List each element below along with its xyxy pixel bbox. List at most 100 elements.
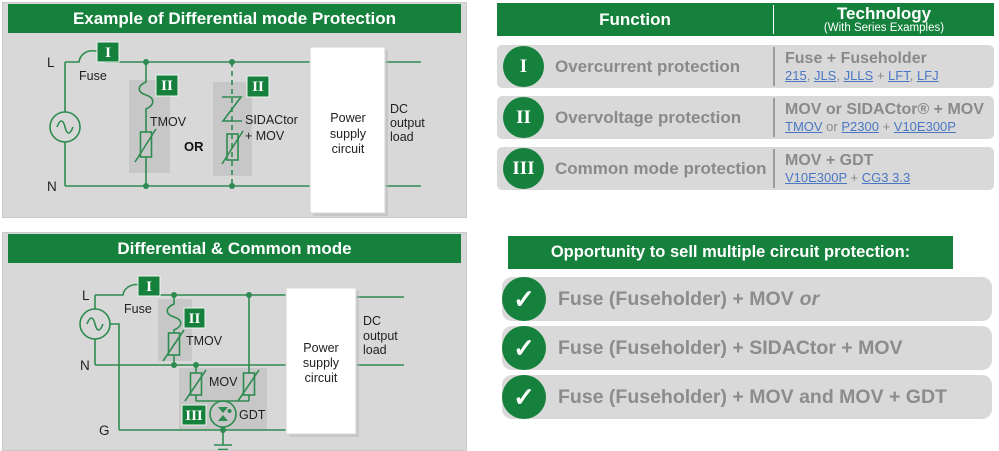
function-row: II Overvoltage protection MOV or SIDACtor®… xyxy=(497,96,994,139)
technology-header-title: Technology xyxy=(836,3,932,23)
function-label: Overvoltage protection xyxy=(555,107,742,127)
series-link[interactable]: JLLS xyxy=(843,68,874,83)
differential-common-title: Differential & Common mode xyxy=(8,234,461,263)
series-link[interactable]: CG3 3.3 xyxy=(861,170,911,185)
badge-sidactor-label: II xyxy=(252,79,264,95)
numeral-badge: II xyxy=(503,97,544,138)
sidactor-label-2: + MOV xyxy=(245,129,285,143)
function-label: Common mode protection xyxy=(555,158,767,178)
badge-tmov: II xyxy=(155,74,179,97)
function-rows: I Overcurrent protection Fuse + Fuseholder… xyxy=(497,45,994,190)
series-separator: + xyxy=(873,68,889,83)
badge-overcurrent: I xyxy=(96,41,120,63)
svg-text:load: load xyxy=(363,343,387,357)
power-box-line3: circuit xyxy=(305,371,338,385)
dc-output-load-label: DC output load xyxy=(390,102,425,144)
series-link[interactable]: V10E300P xyxy=(893,119,956,134)
tmov-symbol xyxy=(162,292,185,368)
badge-overcurrent: I xyxy=(137,275,161,297)
svg-text:DC: DC xyxy=(363,314,381,328)
function-column-header: Function xyxy=(599,9,671,29)
technology-title: Fuse + Fuseholder xyxy=(785,50,927,67)
series-link[interactable]: JLS xyxy=(813,68,837,83)
numeral-badge: III xyxy=(503,148,544,189)
power-supply-box: Power supply circuit xyxy=(285,287,359,437)
ac-source-icon xyxy=(49,111,81,143)
series-link[interactable]: P2300 xyxy=(841,119,879,134)
dc-output-load-label: DC output load xyxy=(363,314,398,357)
column-divider xyxy=(773,149,775,188)
numeral-badge: I xyxy=(503,46,544,87)
series-link[interactable]: LFJ xyxy=(916,68,939,83)
differential-circuit-diagram: I II II L N Fuse TMOV OR SIDACtor + MOV … xyxy=(47,41,425,216)
l-node-label: L xyxy=(47,55,55,70)
checkmark-icon: ✓ xyxy=(502,277,546,321)
header-divider xyxy=(773,5,774,34)
svg-text:output: output xyxy=(390,116,425,130)
power-box-line2: supply xyxy=(330,127,367,141)
series-separator: or xyxy=(822,119,842,134)
technology-title: MOV + GDT xyxy=(785,152,874,169)
series-link[interactable]: LFT xyxy=(888,68,910,83)
series-separator: , xyxy=(909,68,917,83)
series-separator: , xyxy=(806,68,814,83)
technology-title: MOV or SIDACtor® + MOV xyxy=(785,101,984,118)
series-separator: + xyxy=(846,170,862,185)
badge-overcurrent-label: I xyxy=(105,45,111,61)
svg-text:DC: DC xyxy=(390,102,408,116)
column-divider xyxy=(773,47,775,86)
svg-text:load: load xyxy=(390,130,414,144)
or-label: OR xyxy=(184,139,204,154)
series-link[interactable]: 215 xyxy=(785,68,807,83)
differential-common-circuit-diagram: I II III L N G Fuse TMOV MOV GDT Power xyxy=(79,275,404,450)
tmov-label: TMOV xyxy=(186,334,223,348)
opportunity-item-label: Fuse (Fuseholder) + SIDACtor + MOV xyxy=(558,336,903,359)
gdt-symbol xyxy=(209,400,237,445)
n-node-label: N xyxy=(47,179,57,194)
function-label: Overcurrent protection xyxy=(555,56,741,76)
table-header: Function Technology (With Series Example… xyxy=(497,3,994,36)
technology-header-subtitle: (With Series Examples) xyxy=(823,22,945,35)
function-row: I Overcurrent protection Fuse + Fuseholder… xyxy=(497,45,994,88)
ground-icon xyxy=(214,444,232,450)
series-link[interactable]: V10E300P xyxy=(785,170,847,185)
badge-sidactor: II xyxy=(246,75,270,98)
differential-mode-panel: Example of Differential mode Protection xyxy=(2,2,467,218)
power-box-line2: supply xyxy=(303,356,340,370)
opportunity-item-label: Fuse (Fuseholder) + MOV and MOV + GDT xyxy=(558,385,947,408)
ac-source-icon xyxy=(79,308,111,340)
fuse-label: Fuse xyxy=(124,302,152,316)
differential-common-panel: Differential & Common mode xyxy=(2,232,467,451)
svg-text:output: output xyxy=(363,329,398,343)
series-separator: , xyxy=(836,68,844,83)
power-box-line3: circuit xyxy=(332,142,365,156)
mov-label: MOV xyxy=(209,375,238,389)
sidactor-label-1: SIDACtor xyxy=(245,113,298,127)
n-node-label: N xyxy=(80,358,90,373)
tmov-symbol xyxy=(134,59,157,189)
power-box-line1: Power xyxy=(303,341,338,355)
tmov-label: TMOV xyxy=(150,115,187,129)
italic-or: or xyxy=(799,287,820,310)
badge-tmov-label: II xyxy=(189,311,201,327)
technology-series: 215, JLS, JLLS + LFT, LFJ xyxy=(785,68,990,83)
sidactor-symbol xyxy=(221,59,244,189)
opportunity-banner: Opportunity to sell multiple circuit pro… xyxy=(508,236,953,269)
l-node-label: L xyxy=(82,288,90,303)
technology-series: TMOV or P2300 + V10E300P xyxy=(785,119,990,134)
differential-panel-title: Example of Differential mode Protection xyxy=(8,4,461,33)
gdt-label: GDT xyxy=(239,408,266,422)
checkmark-icon: ✓ xyxy=(502,375,546,419)
technology-column-header: Technology (With Series Examples) xyxy=(774,3,994,36)
badge-overcurrent-label: I xyxy=(146,279,152,295)
function-technology-table: Function Technology (With Series Example… xyxy=(497,3,994,190)
opportunity-item: ✓ Fuse (Fuseholder) + SIDACtor + MOV xyxy=(502,326,992,370)
checkmark-icon: ✓ xyxy=(502,326,546,370)
series-link[interactable]: TMOV xyxy=(785,119,823,134)
